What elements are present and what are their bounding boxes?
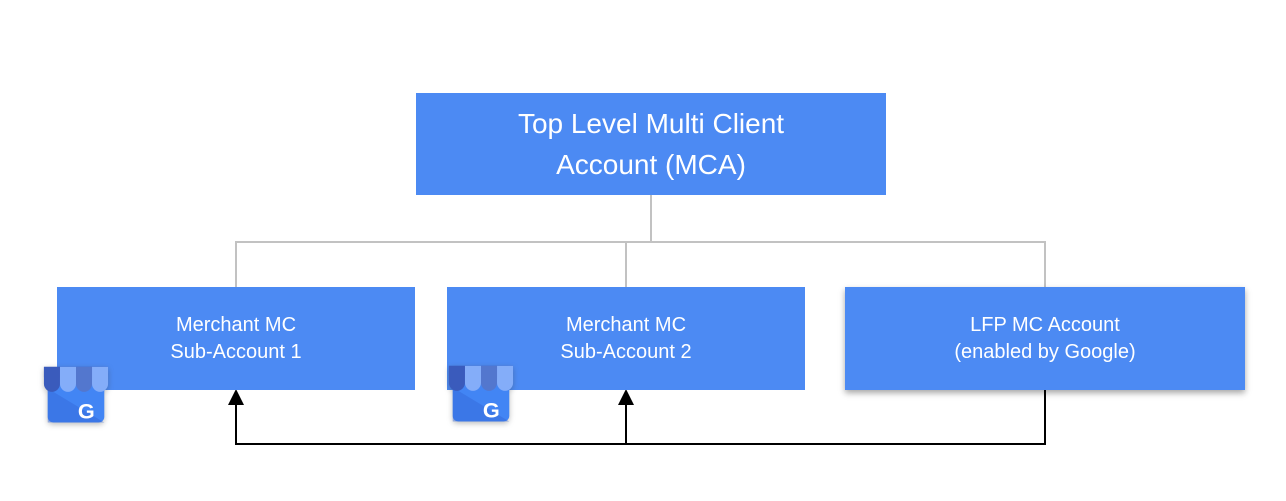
feed-line-shaft-sub2 bbox=[625, 404, 627, 443]
gmb-awning-scallop-3 bbox=[481, 365, 498, 391]
tree-connector-crossbar bbox=[235, 241, 1046, 243]
gmb-storefront-shade bbox=[47, 388, 105, 423]
google-my-business-icon: G bbox=[43, 366, 109, 424]
node-merchant-sub-account-1: Merchant MC Sub-Account 1 bbox=[57, 287, 415, 390]
gmb-awning-scallop-1 bbox=[43, 366, 60, 392]
node-lfp-mc-account: LFP MC Account (enabled by Google) bbox=[845, 287, 1245, 390]
gmb-storefront-body bbox=[47, 379, 105, 423]
gmb-awning-scallop-1 bbox=[448, 365, 465, 391]
gmb-storefront-body bbox=[452, 378, 510, 422]
gmb-awning-scallop-3 bbox=[76, 366, 93, 392]
node-top-level-mca-line1: Top Level Multi Client bbox=[517, 108, 785, 139]
tree-connector-drop-sub1 bbox=[235, 242, 237, 287]
arrowhead-into-sub1 bbox=[228, 389, 244, 405]
gmb-awning-scallop-4 bbox=[497, 365, 514, 391]
node-merchant-sub-account-1-line2: Sub-Account 1 bbox=[170, 340, 302, 363]
gmb-awning-scallop-2 bbox=[464, 365, 481, 391]
arrowhead-into-sub2 bbox=[618, 389, 634, 405]
node-top-level-mca-line2: Account (MCA) bbox=[556, 149, 746, 180]
node-top-level-mca: Top Level Multi Client Account (MCA) bbox=[416, 93, 886, 195]
node-merchant-sub-account-2-line1: Merchant MC bbox=[565, 313, 687, 336]
node-lfp-mc-account-line2: (enabled by Google) bbox=[954, 340, 1136, 363]
node-merchant-sub-account-2-line2: Sub-Account 2 bbox=[560, 340, 692, 363]
node-lfp-mc-account-line1: LFP MC Account bbox=[970, 313, 1120, 336]
gmb-awning-scallop-4 bbox=[92, 366, 109, 392]
feed-line-shaft-sub1 bbox=[235, 404, 237, 443]
tree-connector-drop-lfp bbox=[1044, 242, 1046, 287]
tree-connector-stem bbox=[650, 195, 652, 242]
feed-line-bottom-bar bbox=[235, 443, 1046, 445]
tree-connector-drop-sub2 bbox=[625, 242, 627, 287]
gmb-storefront-shade bbox=[452, 387, 510, 422]
node-merchant-sub-account-1-line1: Merchant MC bbox=[175, 313, 297, 336]
gmb-g-letter: G bbox=[483, 398, 500, 423]
gmb-g-letter: G bbox=[78, 399, 95, 424]
google-my-business-icon: G bbox=[448, 365, 514, 423]
gmb-awning-scallop-2 bbox=[59, 366, 76, 392]
feed-line-from-lfp bbox=[1044, 390, 1046, 443]
